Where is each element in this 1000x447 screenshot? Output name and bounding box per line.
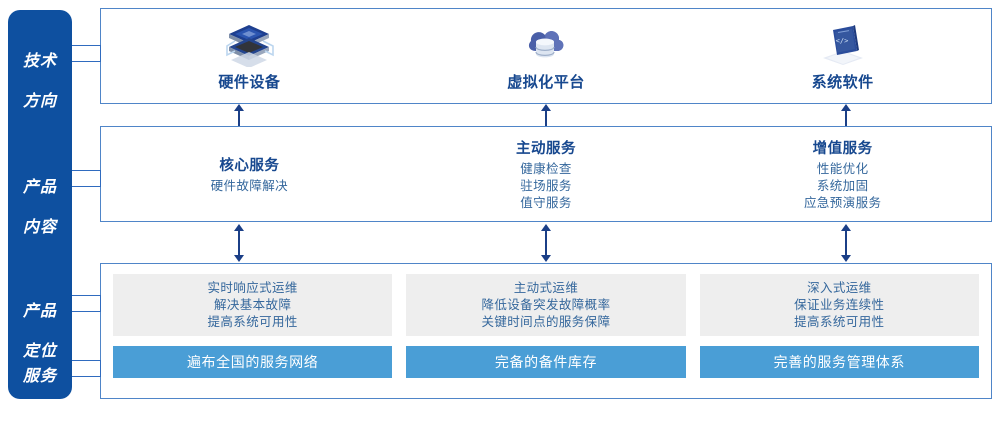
panel-positioning-advantages: 实时响应式运维 解决基本故障 提高系统可用性 主动式运维 降低设备突发故障概率 … [100, 263, 992, 399]
content-column-valueadded[interactable]: 增值服务 性能优化 系统加固 应急预演服务 [694, 127, 991, 221]
arrow-up-software [836, 104, 856, 126]
positioning-card-proactive[interactable]: 主动式运维 降低设备突发故障概率 关键时间点的服务保障 [406, 274, 686, 336]
rail-label-line1: 服务 [22, 368, 57, 385]
positioning-line: 提高系统可用性 [207, 314, 298, 329]
connector-position-top [72, 295, 101, 296]
tech-item-software[interactable]: </> 系统软件 [694, 9, 991, 103]
content-column-title: 核心服务 [219, 157, 280, 174]
rail-label-line2: 方向 [22, 93, 57, 110]
connector-tech-join [100, 45, 101, 62]
laptop-code-icon: </> [815, 21, 871, 67]
rail-label-line2: 内容 [22, 219, 57, 236]
content-column-item: 驻场服务 [520, 178, 572, 193]
panel-tech-direction: 硬件设备 虚拟化平台 [100, 8, 992, 104]
content-column-item: 硬件故障解决 [210, 178, 289, 193]
positioning-line: 解决基本故障 [213, 297, 292, 312]
arrow-up-virtualization [536, 104, 556, 126]
connector-content-top [72, 170, 101, 171]
content-column-item: 健康检查 [520, 161, 572, 176]
tech-item-title: 虚拟化平台 [507, 73, 585, 91]
connector-position-bottom [72, 311, 101, 312]
positioning-row: 实时响应式运维 解决基本故障 提高系统可用性 主动式运维 降低设备突发故障概率 … [113, 274, 979, 336]
arrow-updown-valueadded [836, 224, 856, 262]
content-column-title: 主动服务 [516, 140, 576, 157]
advantage-bar-network[interactable]: 遍布全国的服务网络 [113, 346, 393, 378]
connector-content-join [100, 170, 101, 187]
advantages-row: 遍布全国的服务网络 完备的备件库存 完善的服务管理体系 [113, 346, 979, 378]
positioning-line: 保证业务连续性 [794, 297, 885, 312]
panel-product-content: 核心服务 硬件故障解决 主动服务 健康检查 驻场服务 值守服务 增值服务 性能优… [100, 126, 992, 222]
diagram-canvas: 技术 方向 产品 内容 产品 定位 服务 优势 [8, 8, 992, 425]
rail-label-line1: 技术 [22, 53, 57, 70]
positioning-line: 深入式运维 [807, 280, 872, 295]
tech-item-title: 硬件设备 [218, 73, 281, 91]
connector-advantage-bottom [72, 376, 101, 377]
left-rail: 技术 方向 产品 内容 产品 定位 服务 优势 [8, 10, 72, 425]
tech-item-virtualization[interactable]: 虚拟化平台 [398, 9, 695, 103]
content-column-item: 系统加固 [816, 178, 869, 193]
content-column-item: 性能优化 [816, 161, 869, 176]
arrow-updown-core [229, 224, 249, 262]
positioning-line: 降低设备突发故障概率 [481, 297, 611, 312]
svg-text:</>: </> [835, 37, 848, 45]
advantage-bar-spareparts[interactable]: 完备的备件库存 [406, 346, 686, 378]
rail-label-line1: 产品 [22, 303, 57, 320]
positioning-line: 主动式运维 [513, 280, 579, 295]
positioning-line: 关键时间点的服务保障 [481, 314, 611, 329]
connector-tech-top [72, 45, 101, 46]
content-column-title: 增值服务 [812, 140, 873, 157]
connector-position-join [100, 295, 101, 312]
advantage-bar-management[interactable]: 完善的服务管理体系 [699, 346, 979, 378]
content-column-item: 应急预演服务 [803, 195, 882, 210]
arrow-updown-proactive [536, 224, 556, 262]
content-column-proactive[interactable]: 主动服务 健康检查 驻场服务 值守服务 [398, 127, 695, 221]
positioning-card-deep[interactable]: 深入式运维 保证业务连续性 提高系统可用性 [699, 274, 979, 336]
connector-tech-bottom [72, 61, 101, 62]
arrow-up-hardware [229, 104, 249, 126]
rail-label-line2: 定位 [22, 343, 57, 360]
rail-label-service-advantage: 服务 优势 [8, 347, 72, 447]
cloud-database-icon [518, 21, 574, 67]
positioning-line: 提高系统可用性 [794, 314, 885, 329]
connector-advantage-join [100, 360, 101, 377]
rail-label-tech-direction: 技术 方向 [8, 32, 72, 132]
rail-label-line1: 产品 [22, 179, 57, 196]
positioning-line: 实时响应式运维 [207, 280, 298, 295]
rail-label-product-content: 产品 内容 [8, 158, 72, 258]
rail-label-line2: 优势 [22, 408, 57, 425]
server-stack-icon [221, 21, 277, 68]
tech-item-hardware[interactable]: 硬件设备 [101, 9, 398, 103]
connector-content-bottom [72, 186, 101, 187]
rail-label-product-position: 产品 定位 [8, 282, 72, 382]
positioning-card-realtime[interactable]: 实时响应式运维 解决基本故障 提高系统可用性 [113, 274, 393, 336]
tech-item-title: 系统软件 [811, 73, 874, 91]
connector-advantage-top [72, 360, 101, 361]
content-column-core[interactable]: 核心服务 硬件故障解决 [101, 127, 398, 221]
content-column-item: 值守服务 [520, 195, 572, 210]
